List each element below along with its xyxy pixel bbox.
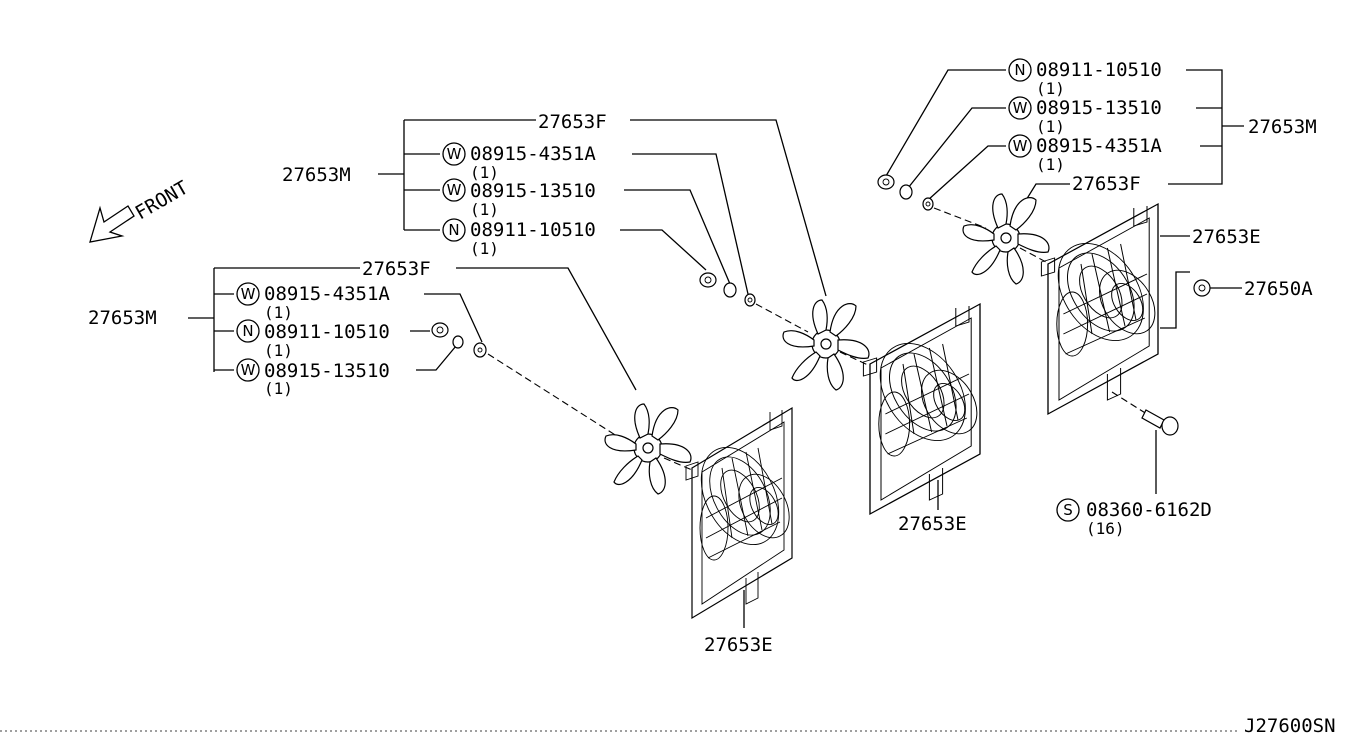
diagram-code: J27600SN xyxy=(1244,715,1336,736)
svg-text:W: W xyxy=(1013,99,1028,117)
front-label: FRONT xyxy=(132,177,193,225)
right-qty-1: (1) xyxy=(1036,79,1065,98)
screw-symbol-icon xyxy=(1056,498,1080,522)
left-qty-1: (1) xyxy=(264,303,293,322)
middle-qty-2: (1) xyxy=(470,200,499,219)
middle-assy-label: 27653M xyxy=(282,164,351,186)
nut-icon xyxy=(699,272,717,288)
washer-icon xyxy=(723,282,737,298)
svg-text:N: N xyxy=(1014,61,1025,79)
washer-icon xyxy=(899,184,913,200)
washer-symbol-icon xyxy=(1008,134,1032,158)
right-fan-label: 27653F xyxy=(1072,173,1141,195)
washer-symbol-icon xyxy=(236,282,260,306)
left-fan-label: 27653F xyxy=(362,258,431,280)
svg-text:W: W xyxy=(241,285,256,303)
washer-icon xyxy=(452,335,464,349)
middle-part-3: 08911-10510 xyxy=(470,219,596,241)
nut-icon xyxy=(877,174,895,190)
svg-text:W: W xyxy=(447,181,462,199)
right-qty-3: (1) xyxy=(1036,155,1065,174)
middle-part-2: 08915-13510 xyxy=(470,180,596,202)
front-arrow-icon: FRONT xyxy=(89,177,193,243)
nut-icon xyxy=(431,322,449,338)
svg-text:W: W xyxy=(447,145,462,163)
washer-symbol-icon xyxy=(1008,96,1032,120)
middle-fan-label: 27653F xyxy=(538,111,607,133)
washer-icon xyxy=(744,293,756,307)
fan-blade-icon xyxy=(962,193,1050,285)
washer-symbol-icon xyxy=(442,142,466,166)
left-shroud-label: 27653E xyxy=(704,634,773,656)
fan-blade-icon xyxy=(604,403,692,495)
right-part-3: 08915-4351A xyxy=(1036,135,1162,157)
washer-icon xyxy=(922,197,934,211)
svg-text:S: S xyxy=(1063,501,1073,519)
left-qty-2: (1) xyxy=(264,341,293,360)
right-screw-qty: (16) xyxy=(1086,519,1125,538)
middle-part-1: 08915-4351A xyxy=(470,143,596,165)
washer-icon xyxy=(473,342,487,358)
right-grommet-label: 27650A xyxy=(1244,278,1313,300)
right-fan-assembly: N 08911-10510 (1) W 08915-13510 (1) W 08… xyxy=(877,58,1317,538)
grommet-icon xyxy=(1193,279,1211,297)
fan-shroud-icon xyxy=(684,407,800,619)
svg-text:W: W xyxy=(1013,137,1028,155)
svg-text:N: N xyxy=(448,221,459,239)
right-screw-part: 08360-6162D xyxy=(1086,499,1212,521)
middle-qty-3: (1) xyxy=(470,239,499,258)
middle-shroud-label: 27653E xyxy=(898,513,967,535)
fan-blade-icon xyxy=(782,299,870,391)
right-assy-label: 27653M xyxy=(1248,116,1317,138)
svg-text:N: N xyxy=(242,322,253,340)
left-part-2: 08911-10510 xyxy=(264,321,390,343)
right-part-1: 08911-10510 xyxy=(1036,59,1162,81)
washer-symbol-icon xyxy=(442,178,466,202)
washer-symbol-icon xyxy=(236,358,260,382)
left-part-1: 08915-4351A xyxy=(264,283,390,305)
nut-symbol-icon xyxy=(442,218,466,242)
fan-shroud-icon xyxy=(862,303,989,515)
right-qty-2: (1) xyxy=(1036,117,1065,136)
right-part-2: 08915-13510 xyxy=(1036,97,1162,119)
svg-text:W: W xyxy=(241,361,256,379)
screw-icon xyxy=(1141,409,1179,436)
nut-symbol-icon xyxy=(236,319,260,343)
middle-fan-assembly: 27653M 27653F W 08915-4351A (1) W 08915-… xyxy=(282,111,989,535)
nut-symbol-icon xyxy=(1008,58,1032,82)
left-part-3: 08915-13510 xyxy=(264,360,390,382)
middle-qty-1: (1) xyxy=(470,163,499,182)
left-assy-label: 27653M xyxy=(88,307,157,329)
left-fan-assembly: 27653M 27653F W 08915-4351A (1) N 08911-… xyxy=(88,258,800,656)
right-shroud-label: 27653E xyxy=(1192,226,1261,248)
fan-shroud-icon xyxy=(1040,203,1167,415)
left-qty-3: (1) xyxy=(264,379,293,398)
